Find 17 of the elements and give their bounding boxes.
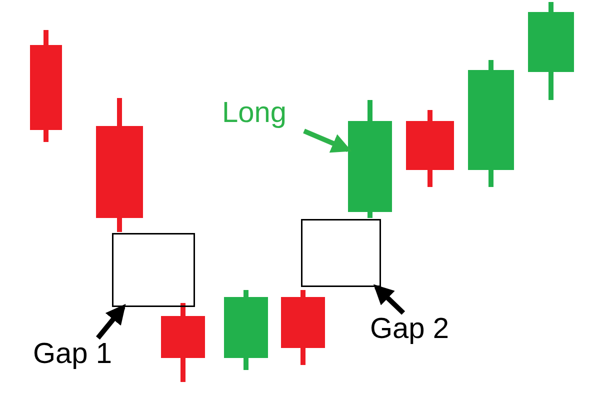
callout-label: Gap 1 (33, 338, 112, 370)
callout-label: Long (222, 97, 287, 129)
arrow (96, 304, 126, 340)
gap-box (112, 233, 195, 307)
candlestick (528, 2, 574, 100)
arrow (373, 284, 406, 315)
candlestick (96, 98, 143, 232)
candlestick (161, 303, 205, 382)
gap-box (301, 219, 381, 287)
candlestick (348, 100, 392, 218)
candlestick (406, 110, 454, 187)
candlestick (281, 290, 325, 365)
candlestick (224, 290, 268, 370)
candlestick (30, 30, 62, 142)
arrow (303, 128, 352, 153)
callout-label: Gap 2 (370, 313, 449, 345)
candlestick (468, 60, 514, 187)
